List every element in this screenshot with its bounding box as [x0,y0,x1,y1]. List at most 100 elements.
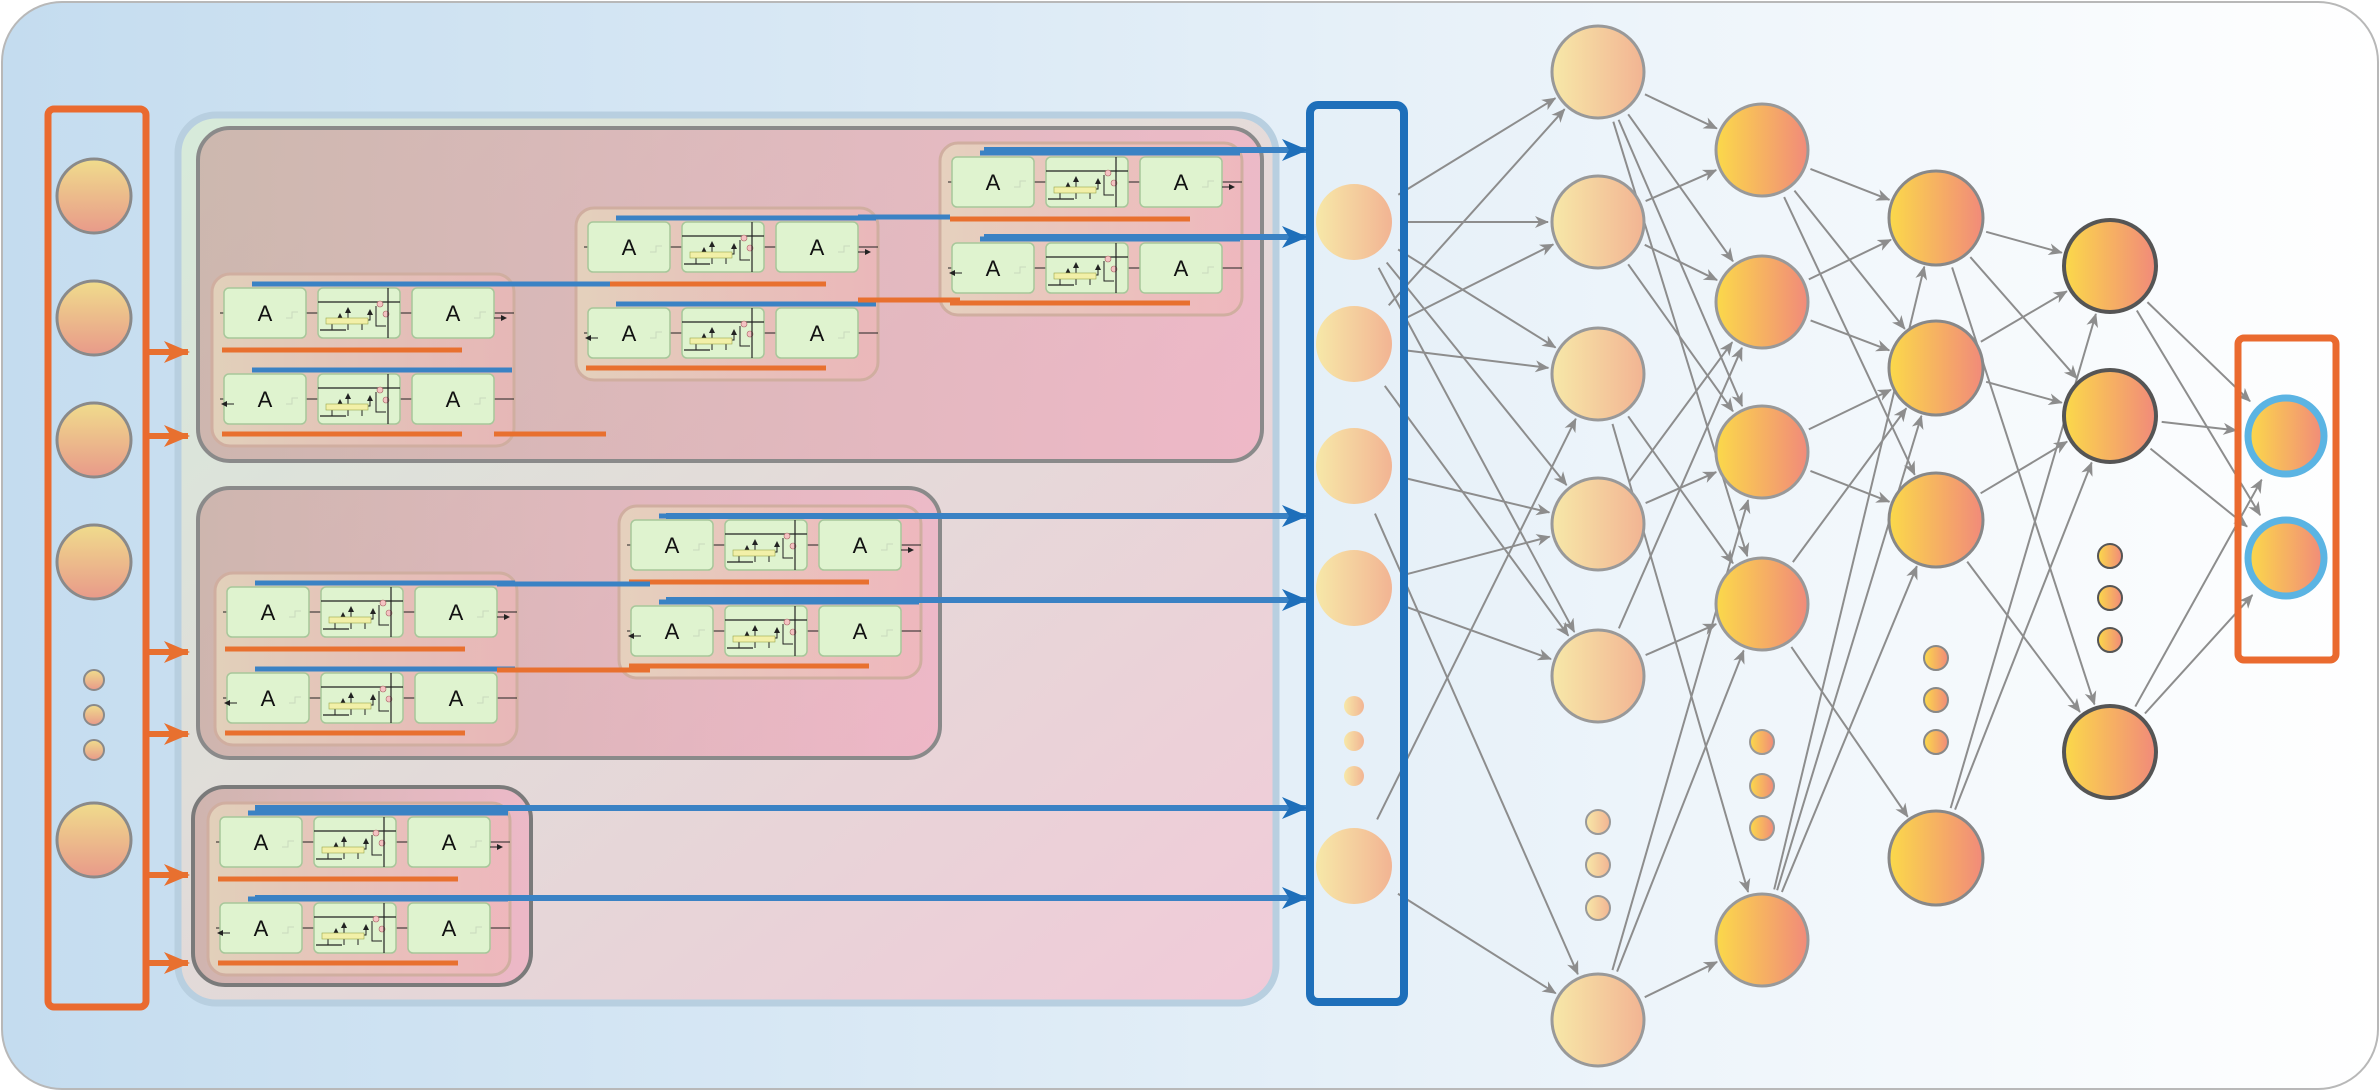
connection-edge [1387,108,1566,306]
dense-neuron [1550,628,1646,724]
gate-path [782,538,793,559]
dense-neuron [1887,319,1985,417]
gate-path [1103,261,1114,282]
gate-path [378,605,389,626]
cell-squiggle [693,543,705,551]
gate-path [739,326,750,347]
cell-squiggle [477,610,489,618]
gate-op [379,599,387,607]
dense-neuron [1550,972,1646,1068]
ellipsis-dot [83,704,105,726]
lstm-cell [411,373,495,425]
sequence-arrows [148,139,1308,974]
cell-squiggle [286,311,298,319]
lstm-cell [818,605,902,657]
connection-edge [1404,534,1551,576]
dense-neuron [1887,169,1985,267]
connection-edge [2149,447,2248,528]
cell-label: A [1174,170,1189,195]
cell-label: A [986,170,1001,195]
dense-neuron [1550,24,1646,120]
dense-neuron [1714,102,1810,198]
output-neuron [2244,516,2328,600]
input-neuron [55,157,133,235]
ellipsis-dot [1344,766,1364,786]
gate-path [782,624,793,645]
ellipsis-dot [1344,731,1364,751]
cell-label: A [1174,256,1189,281]
connection-edge [1644,961,1718,999]
gate-path [378,691,389,712]
cell-label: A [622,321,637,346]
hidden-state-box [1306,101,1408,1006]
gate-bar [325,403,369,411]
cell-squiggle [282,840,294,848]
gate-path [375,306,386,327]
connection-edge [1402,604,1552,661]
connection-edge [1951,267,2097,706]
connection-edge [1780,565,1918,893]
input-neuron [55,279,133,357]
cell-squiggle [289,696,301,704]
ellipsis-dot [1344,696,1364,716]
input-neuron [55,801,133,879]
cell-squiggle [470,840,482,848]
lstm-cell [630,519,714,571]
connection-edge [1810,319,1891,352]
cell-label: A [258,387,273,412]
connection-edge [1397,892,1557,995]
hidden-neuron [1316,184,1392,260]
cell-squiggle [1202,180,1214,188]
cell-squiggle [838,331,850,339]
gate-path [371,921,382,942]
connection-edge [1400,243,1555,322]
gate-bar [1053,272,1097,280]
connection-edge [1644,243,1718,281]
dense-neuron [1550,326,1646,422]
gate-op [783,618,791,626]
cell-squiggle [838,245,850,253]
connection-edge [1627,113,1734,263]
connection-edge [1792,407,1908,563]
connection-edge [1790,646,1909,818]
cell-label: A [853,619,868,644]
connection-edge [2144,594,2254,715]
gate-bar [321,846,365,854]
cell-label: A [853,533,868,558]
cell-label: A [449,686,464,711]
lstm-cell [226,672,310,724]
ellipsis-dot [1749,815,1775,841]
connection-edge [1810,167,1891,201]
cell-label: A [442,830,457,855]
ellipsis-dot [2097,627,2123,653]
lstm-cell [407,816,491,868]
gate-op [372,915,380,923]
dense-neuron [1887,809,1985,907]
cell-squiggle [470,926,482,934]
cell-label: A [449,600,464,625]
dense-neuron [2062,218,2158,314]
lstm-cell [407,902,491,954]
cell-squiggle [881,629,893,637]
neurons [55,24,2328,1068]
cell-label: A [261,686,276,711]
gate-op [379,685,387,693]
gate-bar [689,337,733,345]
dense-neuron [2062,704,2158,800]
dense-neuron [1714,254,1810,350]
connection-edge [1404,477,1551,516]
cell-label: A [810,321,825,346]
cell-label: A [446,301,461,326]
cell-squiggle [881,543,893,551]
lstm-cell [411,287,495,339]
dense-neuron [1714,404,1810,500]
connection-edge [1385,261,1568,486]
hidden-neuron [1316,828,1392,904]
connection-edge [1645,169,1718,203]
